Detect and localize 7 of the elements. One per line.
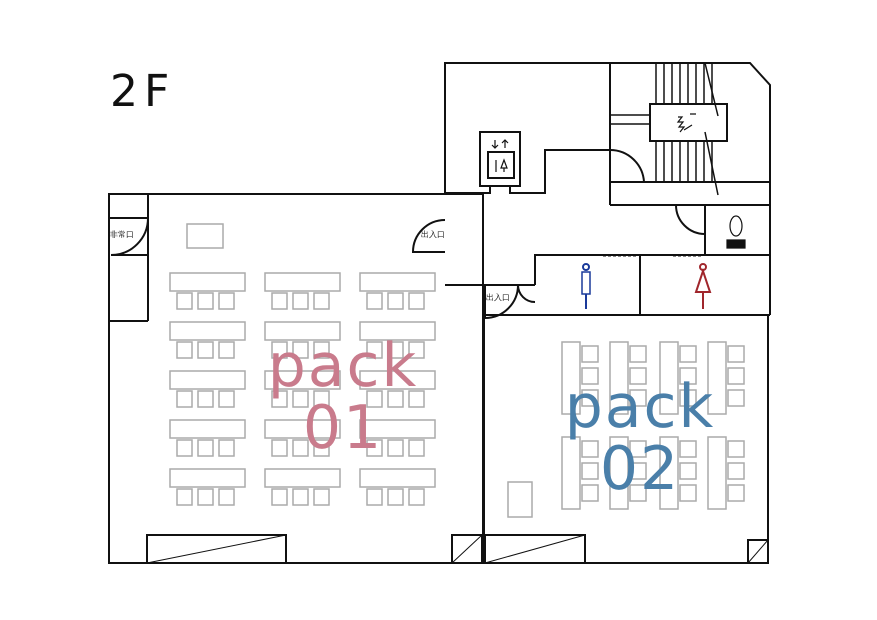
room-name: pack 02 bbox=[564, 376, 716, 500]
room-outline bbox=[108, 193, 484, 564]
door-label: 非常口 bbox=[110, 229, 134, 240]
door-label: 出入口 bbox=[421, 229, 445, 240]
floor-title: 2F bbox=[110, 66, 176, 117]
door-label: 出入口 bbox=[486, 292, 510, 303]
room-outline bbox=[483, 314, 769, 564]
